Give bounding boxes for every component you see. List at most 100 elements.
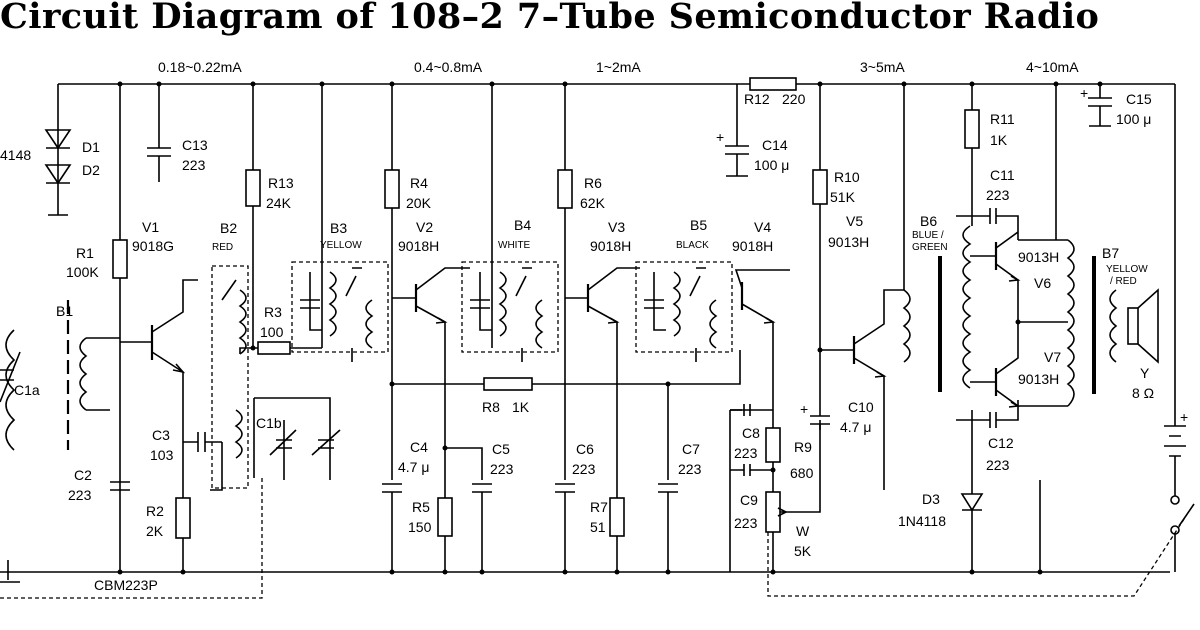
capacitor-c12 — [956, 400, 1019, 428]
r8-name: R8 — [482, 399, 500, 415]
variable-capacitor-c1a — [0, 351, 21, 403]
capacitor-c15 — [1088, 84, 1112, 127]
capacitor-c13 — [147, 84, 171, 182]
v3-name: V3 — [608, 219, 625, 235]
b7-color-1: YELLOW — [1106, 264, 1148, 275]
b7-name: B7 — [1102, 245, 1119, 261]
c8-value: 223 — [734, 445, 758, 461]
speaker-value: 8 Ω — [1132, 385, 1154, 401]
v2-part: 9018H — [398, 238, 439, 254]
current-stage2: 0.4~0.8mA — [414, 59, 483, 75]
r13-name: R13 — [268, 175, 294, 191]
volume-switch-link — [767, 515, 1187, 597]
v4-name: V4 — [754, 219, 771, 235]
c2-name: C2 — [74, 467, 92, 483]
c9-name: C9 — [740, 492, 758, 508]
r7-value: 51 — [590, 519, 606, 535]
diode-part-label: 4148 — [0, 147, 31, 163]
r4-name: R4 — [410, 175, 428, 191]
r11-name: R11 — [990, 111, 1015, 127]
c15-value: 100 μ — [1116, 111, 1151, 127]
r5-value: 150 — [408, 519, 432, 535]
capacitor-c11 — [956, 208, 1019, 240]
output-transformer-b7 — [1018, 84, 1118, 407]
resistor-r6 — [555, 84, 575, 572]
c8-name: C8 — [742, 425, 760, 441]
b3-name: B3 — [330, 220, 347, 236]
transistor-v7 — [970, 322, 1021, 408]
speaker-y — [1127, 288, 1159, 364]
v6-part: 9013H — [1018, 249, 1059, 265]
page-title: Circuit Diagram of 108–2 7–Tube Semicond… — [0, 0, 1100, 37]
r5-name: R5 — [412, 499, 430, 515]
if-transformer-b4 — [461, 84, 559, 362]
r8-value: 1K — [512, 399, 530, 415]
c5-value: 223 — [490, 461, 514, 477]
v1-name: V1 — [142, 219, 159, 235]
current-driver: 3~5mA — [860, 59, 905, 75]
b2-color: RED — [212, 242, 233, 253]
r2-name: R2 — [146, 503, 164, 519]
b5-name: B5 — [690, 217, 707, 233]
resistor-r13 — [245, 84, 261, 348]
c10-name: C10 — [848, 399, 874, 415]
diode-d3 — [960, 410, 984, 572]
c6-name: C6 — [576, 441, 594, 457]
w-name: W — [796, 523, 810, 539]
c7-name: C7 — [682, 441, 700, 457]
c13-name: C13 — [182, 137, 208, 153]
battery-plus: + — [1180, 409, 1188, 425]
c11-value: 223 — [986, 187, 1010, 203]
detector-network — [729, 404, 821, 572]
c12-name: C12 — [988, 435, 1014, 451]
resistor-r12 — [749, 77, 797, 91]
c12-value: 223 — [986, 457, 1010, 473]
capacitor-c3 — [183, 432, 222, 452]
v7-name: V7 — [1044, 349, 1061, 365]
v1-part: 9018G — [132, 238, 174, 254]
current-stage1: 0.18~0.22mA — [158, 59, 242, 75]
resistor-r5 — [437, 447, 492, 572]
transistor-v4 — [734, 269, 790, 410]
current-output: 4~10mA — [1026, 59, 1079, 75]
v4-part: 9018H — [732, 238, 773, 254]
b6-name: B6 — [920, 213, 937, 229]
c14-name: C14 — [762, 137, 788, 153]
bias-line-v1 — [110, 84, 130, 572]
tuning-gang-link — [0, 478, 263, 599]
r7-name: R7 — [590, 499, 608, 515]
c14-plus: + — [716, 129, 724, 145]
d3-name: D3 — [922, 491, 940, 507]
resistor-r2 — [175, 497, 191, 572]
capacitor-c7 — [658, 384, 678, 572]
resistor-r8 — [392, 350, 741, 391]
r1-name: R1 — [76, 245, 94, 261]
antenna-coil-b1 — [5, 300, 120, 451]
r13-value: 24K — [266, 195, 292, 211]
resistor-r11 — [964, 84, 980, 226]
d3-part: 1N4118 — [898, 513, 946, 529]
diode-d1-d2 — [44, 84, 72, 216]
current-stage3: 1~2mA — [596, 59, 641, 75]
if-transformer-b5 — [635, 261, 733, 362]
b5-color: BLACK — [676, 240, 709, 251]
transistor-v6 — [970, 231, 1021, 322]
speaker-name: Y — [1140, 365, 1150, 381]
v5-part: 9013H — [828, 234, 869, 250]
r3-value: 100 — [260, 324, 284, 340]
c15-name: C15 — [1126, 91, 1152, 107]
r1-value: 100K — [66, 264, 99, 280]
r10-name: R10 — [834, 169, 860, 185]
b6-color-1: BLUE / — [912, 230, 944, 241]
b3-color: YELLOW — [320, 240, 362, 251]
transistor-v1 — [120, 279, 198, 498]
r12-name: R12 — [744, 91, 770, 107]
c13-value: 223 — [182, 157, 206, 173]
if-transformer-b3 — [291, 84, 389, 362]
r9-name: R9 — [794, 439, 812, 455]
r12-value: 220 — [782, 91, 806, 107]
ground-symbols — [0, 560, 20, 583]
r6-name: R6 — [584, 175, 602, 191]
c7-value: 223 — [678, 461, 702, 477]
c6-value: 223 — [572, 461, 596, 477]
